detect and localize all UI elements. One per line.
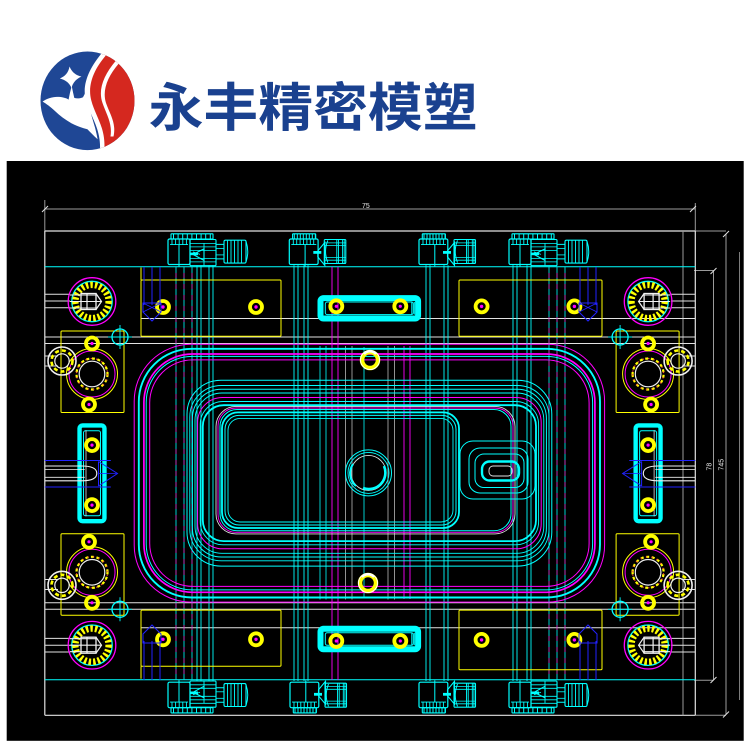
svg-text:78: 78 — [707, 463, 714, 471]
svg-text:745: 745 — [719, 459, 726, 471]
svg-text:75: 75 — [362, 203, 370, 210]
